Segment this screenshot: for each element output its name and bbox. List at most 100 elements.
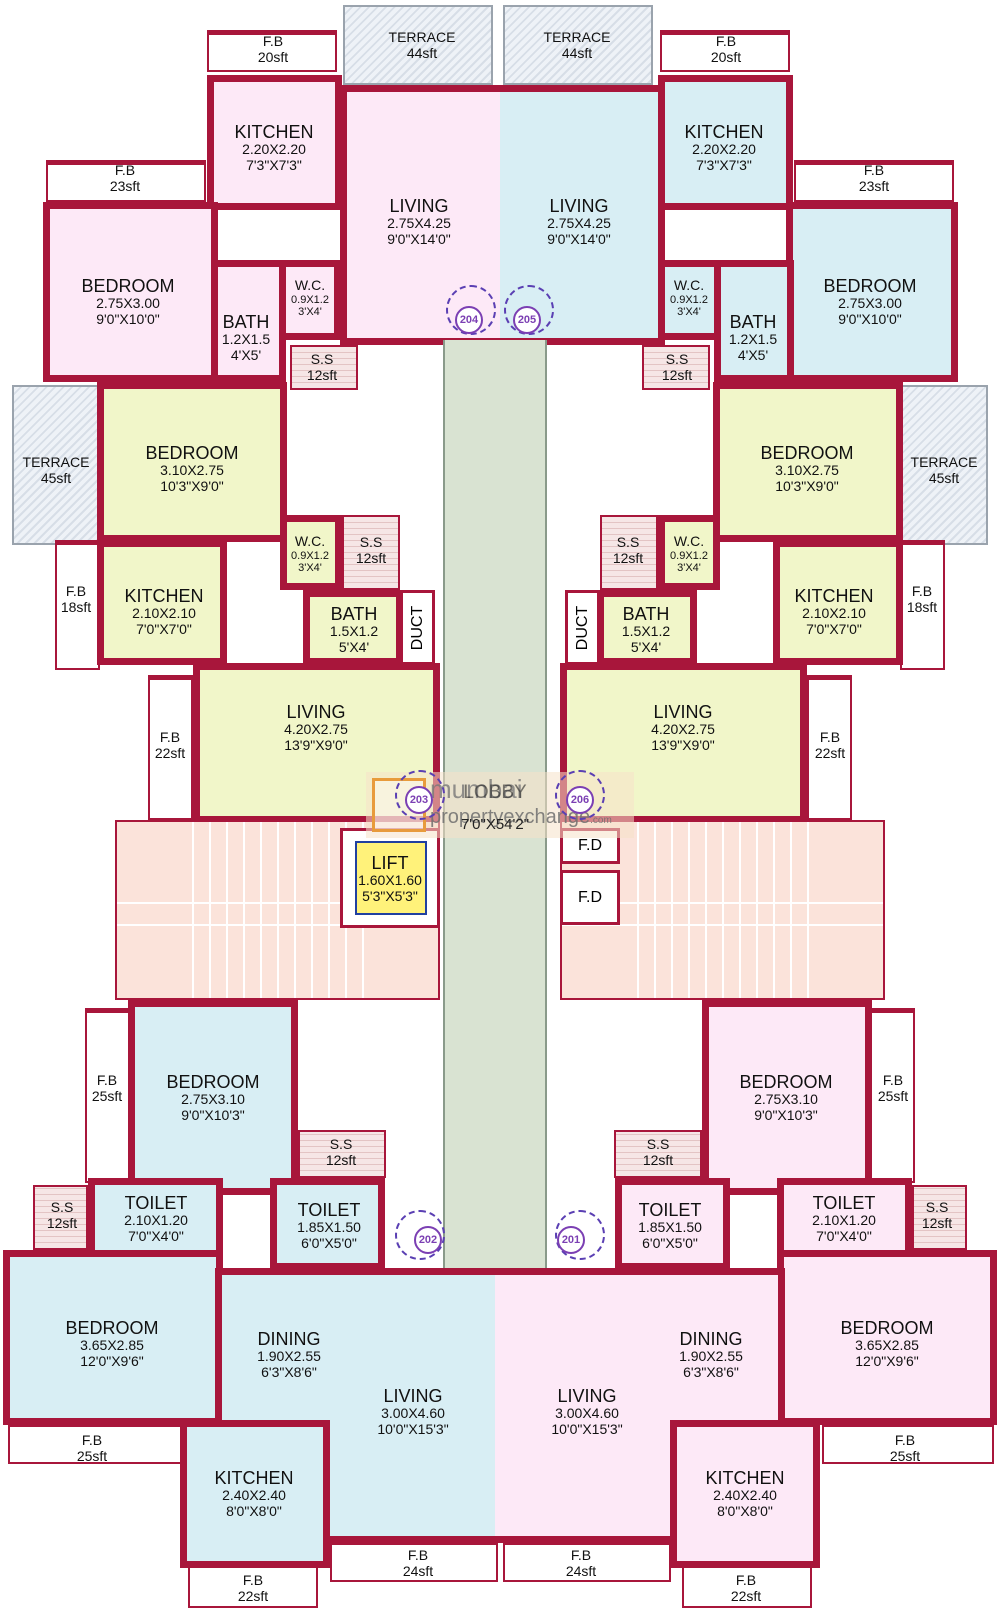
service-shaft — [290, 345, 358, 390]
service-shaft — [642, 345, 710, 390]
duct-label: DUCT — [573, 605, 591, 650]
service-shaft — [342, 515, 400, 590]
room-bedroom — [702, 1000, 872, 1195]
room-bath — [303, 590, 403, 665]
lift-shaft — [340, 828, 440, 928]
room-bedroom — [777, 1250, 997, 1425]
flower-bed — [46, 160, 206, 202]
door-swing — [446, 285, 496, 335]
room-kitchen — [773, 540, 903, 665]
room-bedroom — [786, 202, 958, 382]
service-shaft — [33, 1185, 88, 1250]
room-wc — [658, 260, 721, 340]
room-toilet — [615, 1178, 730, 1270]
door-swing — [504, 285, 554, 335]
flat-number-tag: 201 — [557, 1226, 585, 1254]
flower-bed — [660, 30, 790, 72]
room-kitchen — [207, 75, 342, 210]
duct: DUCT — [400, 590, 435, 665]
room-bath — [597, 590, 697, 665]
service-shaft — [912, 1185, 967, 1250]
room-kitchen — [97, 540, 227, 665]
room-toilet — [777, 1178, 912, 1258]
flat-number-tag: 205 — [513, 306, 541, 334]
room-wc — [280, 515, 342, 590]
flat-number-tag: 202 — [414, 1226, 442, 1254]
room-bedroom — [43, 202, 218, 382]
duct: DUCT — [565, 590, 600, 665]
room-wc — [279, 260, 341, 340]
flat-number-tag: 203 — [405, 786, 433, 814]
room-toilet — [270, 1178, 385, 1270]
room-kitchen — [670, 1420, 820, 1568]
room-bedroom — [3, 1250, 223, 1425]
duct-label: DUCT — [408, 605, 426, 650]
door-swing — [395, 770, 445, 820]
door-swing — [395, 1210, 445, 1260]
door-swing — [555, 1210, 605, 1260]
terrace-right — [900, 385, 988, 545]
flower-bed — [807, 675, 852, 820]
flat-number-tag: 206 — [566, 786, 594, 814]
flower-bed — [682, 1560, 812, 1608]
room-kitchen — [180, 1420, 330, 1568]
service-shaft — [614, 1130, 702, 1178]
flat-number-tag: 204 — [455, 306, 483, 334]
door-swing — [555, 770, 605, 820]
room-bedroom — [97, 382, 287, 542]
flower-bed — [148, 675, 193, 820]
room-kitchen — [658, 75, 793, 210]
